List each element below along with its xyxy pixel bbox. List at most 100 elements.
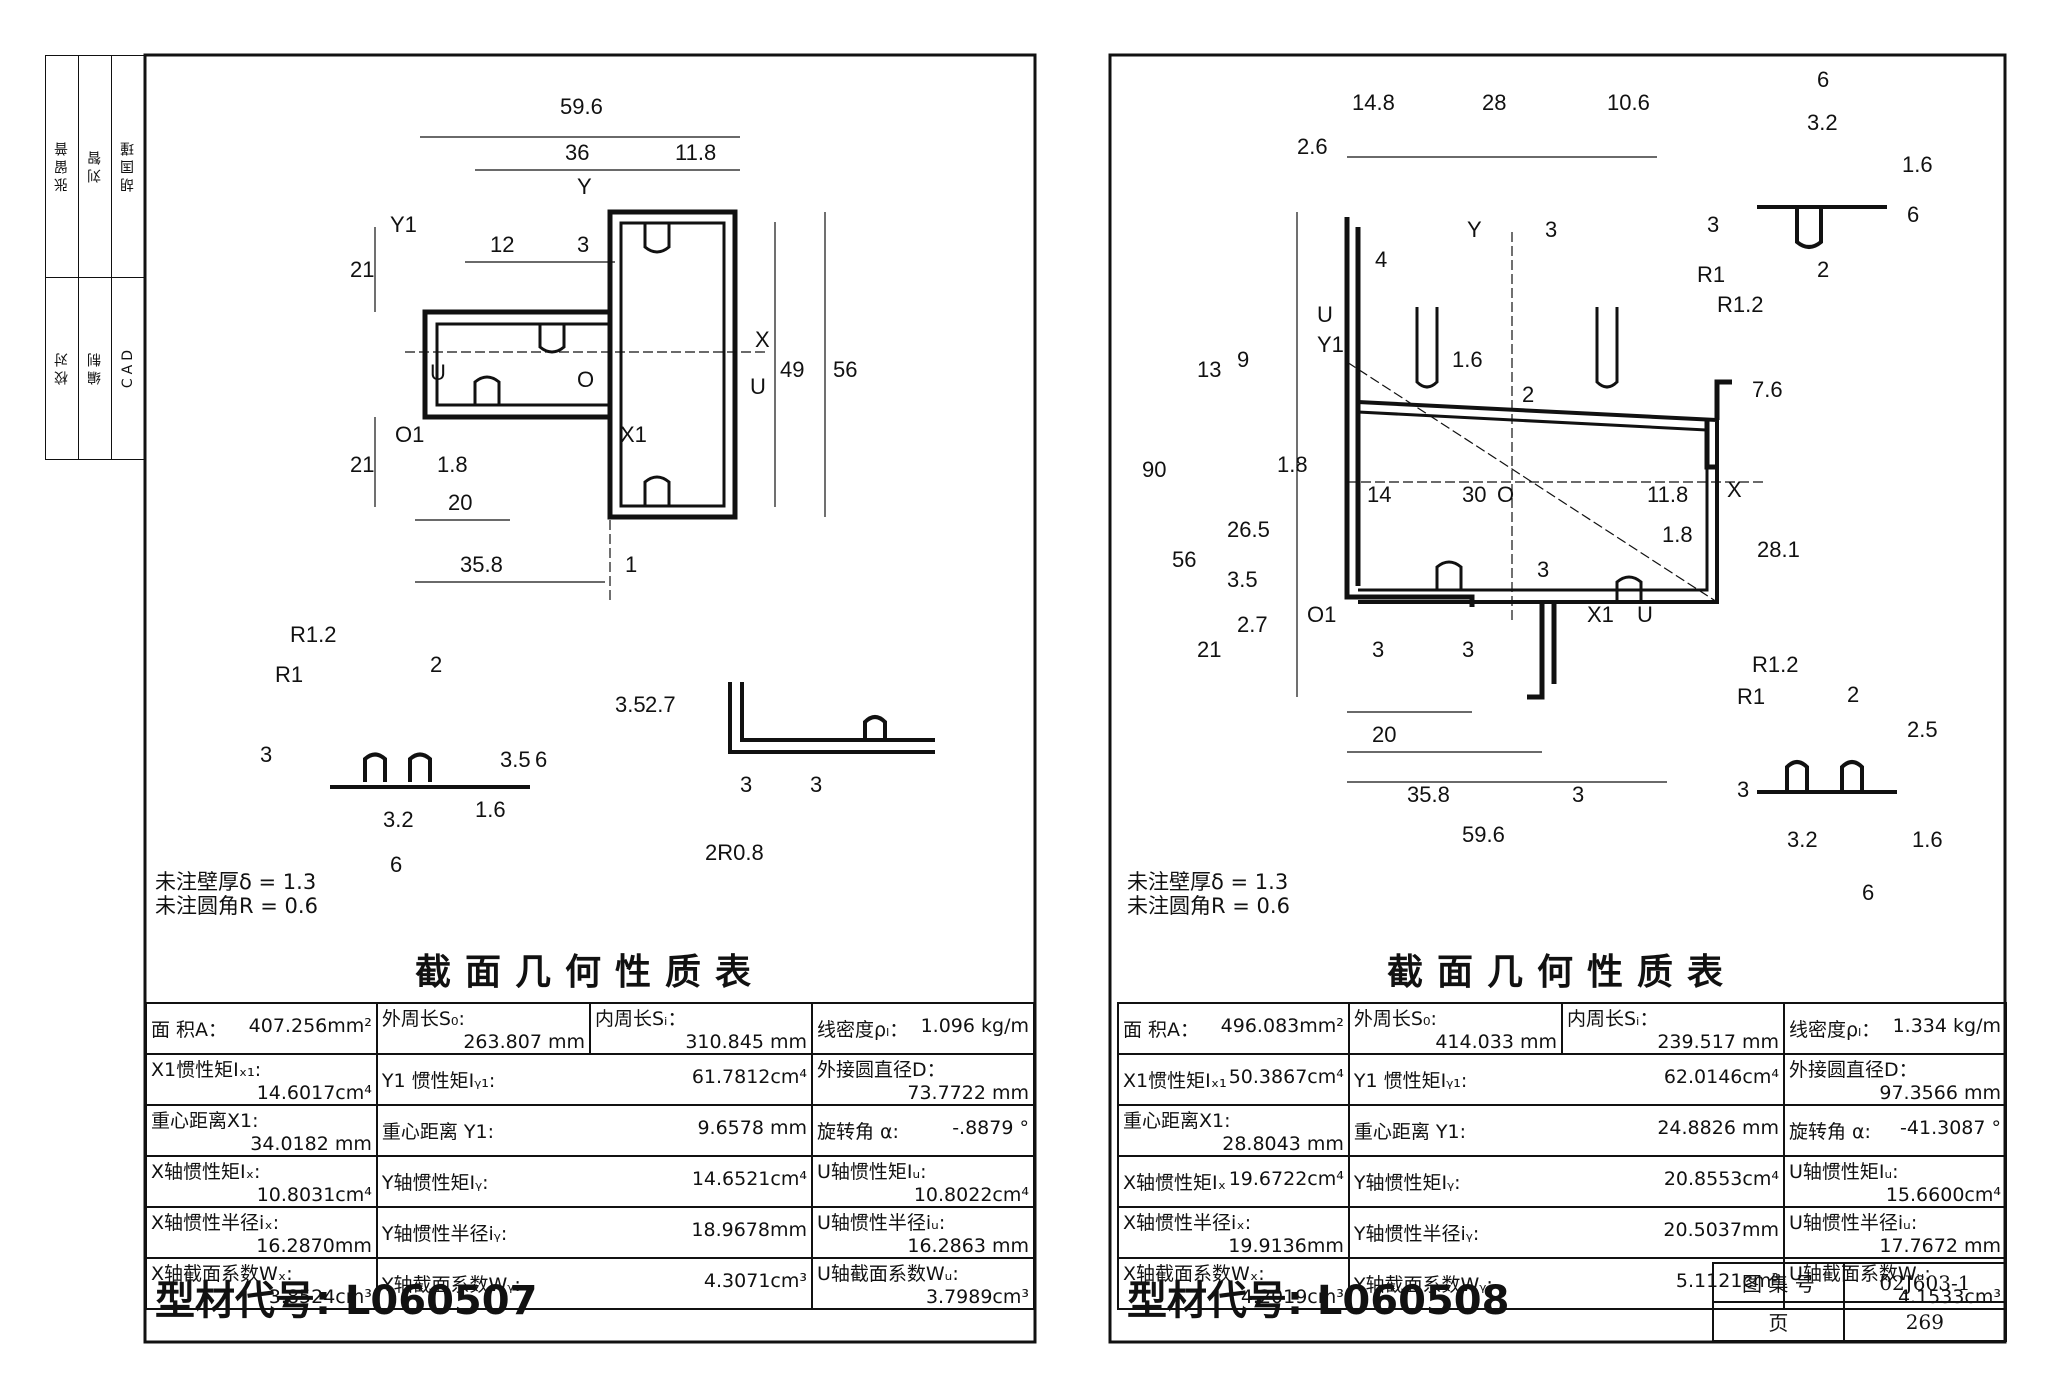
sig-role-3: CAD — [120, 345, 136, 388]
dim-26-5: 26.5 — [1227, 517, 1270, 542]
dim-2-6: 2.6 — [1297, 134, 1328, 159]
dim-3c: 3 — [1372, 637, 1384, 662]
dim-1: 1 — [625, 552, 637, 577]
profile-code-right: 型材代号: L060508 — [1127, 1278, 1510, 1324]
detail-3c: 3 — [740, 772, 752, 797]
note-wall-thickness: 未注壁厚δ = 1.3 — [1127, 870, 1289, 894]
detail-bot-1-6: 1.6 — [1912, 827, 1943, 852]
sig-col-2: 刘智 — [87, 146, 103, 183]
properties-title-right: 截面几何性质表 — [1386, 952, 1737, 993]
detail-3-5b: 3.5 — [615, 692, 646, 717]
label-y1: Y1 — [390, 212, 417, 237]
left-sheet: 59.6 36 11.8 Y Y1 12 3 21 21 X 49 56 U U… — [145, 62, 1036, 1342]
dim-3e: 3 — [1572, 782, 1584, 807]
dim-11-8: 11.8 — [675, 140, 716, 165]
dim-7-6: 7.6 — [1752, 377, 1783, 402]
dim-1-8: 1.8 — [437, 452, 468, 477]
properties-title-left: 截面几何性质表 — [414, 952, 765, 993]
label-o1: O1 — [1307, 602, 1336, 627]
detail-2-7: 2.7 — [645, 692, 676, 717]
dim-49: 49 — [780, 357, 804, 382]
note-fillet: 未注圆角R = 0.6 — [1127, 894, 1290, 918]
note-wall-thickness: 未注壁厚δ = 1.3 — [155, 870, 317, 894]
sig-role-1: 校对 — [54, 348, 70, 385]
detail-bot-2-5: 2.5 — [1907, 717, 1938, 742]
dim-3: 3 — [1545, 217, 1557, 242]
dim-59-6: 59.6 — [560, 94, 603, 119]
detail-2r0-8: 2R0.8 — [705, 840, 764, 865]
label-x: X — [755, 327, 770, 352]
dim-35-8: 35.8 — [1407, 782, 1450, 807]
label-y: Y — [1467, 217, 1482, 242]
label-y1: Y1 — [1317, 332, 1344, 357]
detail-top-r1-2: R1.2 — [1717, 292, 1763, 317]
detail-1-6: 1.6 — [475, 797, 506, 822]
dim-13: 13 — [1197, 357, 1221, 382]
dim-3-5: 3.5 — [1227, 567, 1258, 592]
table-row: X1惯性矩Iₓ₁:14.6017cm⁴ Y1 惯性矩Iᵧ₁:61.7812cm⁴… — [145, 1053, 1036, 1106]
dim-56: 56 — [833, 357, 857, 382]
sig-role-2: 编制 — [87, 348, 103, 385]
detail-bot-2: 2 — [1847, 682, 1859, 707]
dim-3d: 3 — [1462, 637, 1474, 662]
dim-90: 90 — [1142, 457, 1166, 482]
detail-r1-2: R1.2 — [290, 622, 336, 647]
table-row: X轴惯性半径iₓ:16.2870mm Y轴惯性半径iᵧ:18.9678mm U轴… — [145, 1206, 1036, 1259]
table-row: X轴惯性矩Iₓ:10.8031cm⁴ Y轴惯性矩Iᵧ:14.6521cm⁴ U轴… — [145, 1155, 1036, 1208]
table-row: X轴截面系数Wₓ:3.8524cm³ Y轴截面系数Wᵧ:4.3071cm³ U轴… — [145, 1257, 1036, 1310]
detail-top-3-2: 3.2 — [1807, 110, 1838, 135]
dim-10-6: 10.6 — [1607, 90, 1650, 115]
dim-30: 30 — [1462, 482, 1486, 507]
detail-6b: 6 — [390, 852, 402, 877]
dim-14-8: 14.8 — [1352, 90, 1395, 115]
notes-left: 未注壁厚δ = 1.3 未注圆角R = 0.6 — [155, 870, 318, 918]
dim-59-6: 59.6 — [1462, 822, 1505, 847]
detail-6: 6 — [535, 747, 547, 772]
dim-20: 20 — [448, 490, 472, 515]
detail-top-6b: 6 — [1907, 202, 1919, 227]
detail-bot-r1-2: R1.2 — [1752, 652, 1798, 677]
dim-3b: 3 — [1537, 557, 1549, 582]
notes-right: 未注壁厚δ = 1.3 未注圆角R = 0.6 — [1127, 870, 1290, 918]
dim-2: 2 — [1522, 382, 1534, 407]
label-y: Y — [577, 174, 592, 199]
detail-top-r1: R1 — [1697, 262, 1725, 287]
dim-11-8: 11.8 — [1647, 482, 1688, 507]
label-u-2: U — [1637, 602, 1653, 627]
dim-35-8: 35.8 — [460, 552, 503, 577]
label-x1: X1 — [1587, 602, 1614, 627]
dim-21-a: 21 — [350, 257, 374, 282]
atlas-label: 图 集 号 — [1712, 1262, 1845, 1303]
dim-1-8: 1.8 — [1277, 452, 1308, 477]
table-row: X轴惯性半径iₓ:19.9136mm Y轴惯性半径iᵧ:20.5037mm U轴… — [1117, 1206, 2008, 1259]
detail-bot-3: 3 — [1737, 777, 1749, 802]
dim-28: 28 — [1482, 90, 1506, 115]
right-section-drawing: 14.8 28 10.6 2.6 4 Y 3 U Y1 1.6 13 9 90 … — [1142, 67, 1943, 905]
dim-4: 4 — [1375, 247, 1387, 272]
atlas-info-box: 图 集 号 02J603-1 页 269 — [1712, 1262, 2008, 1342]
page-label: 页 — [1712, 1301, 1845, 1342]
label-o: O — [1497, 482, 1514, 507]
dim-21-b: 21 — [350, 452, 374, 477]
dim-28-1: 28.1 — [1757, 537, 1800, 562]
detail-top-1-6: 1.6 — [1902, 152, 1933, 177]
label-o1: O1 — [395, 422, 424, 447]
note-fillet: 未注圆角R = 0.6 — [155, 894, 318, 918]
table-row: 重心距离X1:28.8043 mm 重心距离 Y1:24.8826 mm 旋转角… — [1117, 1104, 2008, 1157]
dim-3: 3 — [577, 232, 589, 257]
label-u-1: U — [430, 360, 446, 385]
table-row: 面 积A：407.256mm² 外周长S₀:263.807 mm 内周长Sᵢ：3… — [145, 1002, 1036, 1055]
label-x1: X1 — [620, 422, 647, 447]
dim-12: 12 — [490, 232, 514, 257]
detail-3: 3 — [260, 742, 272, 767]
detail-3-5: 3.5 — [500, 747, 531, 772]
dim-14: 14 — [1367, 482, 1391, 507]
label-u: U — [1317, 302, 1333, 327]
table-row: 面 积A：496.083mm² 外周长S₀:414.033 mm 内周长Sᵢ：2… — [1117, 1002, 2008, 1055]
properties-table-left: 面 积A：407.256mm² 外周长S₀:263.807 mm 内周长Sᵢ：3… — [145, 1002, 1036, 1310]
dim-21: 21 — [1197, 637, 1221, 662]
sig-col-3: 胡国瑾 — [120, 137, 136, 192]
detail-top-6: 6 — [1817, 67, 1829, 92]
